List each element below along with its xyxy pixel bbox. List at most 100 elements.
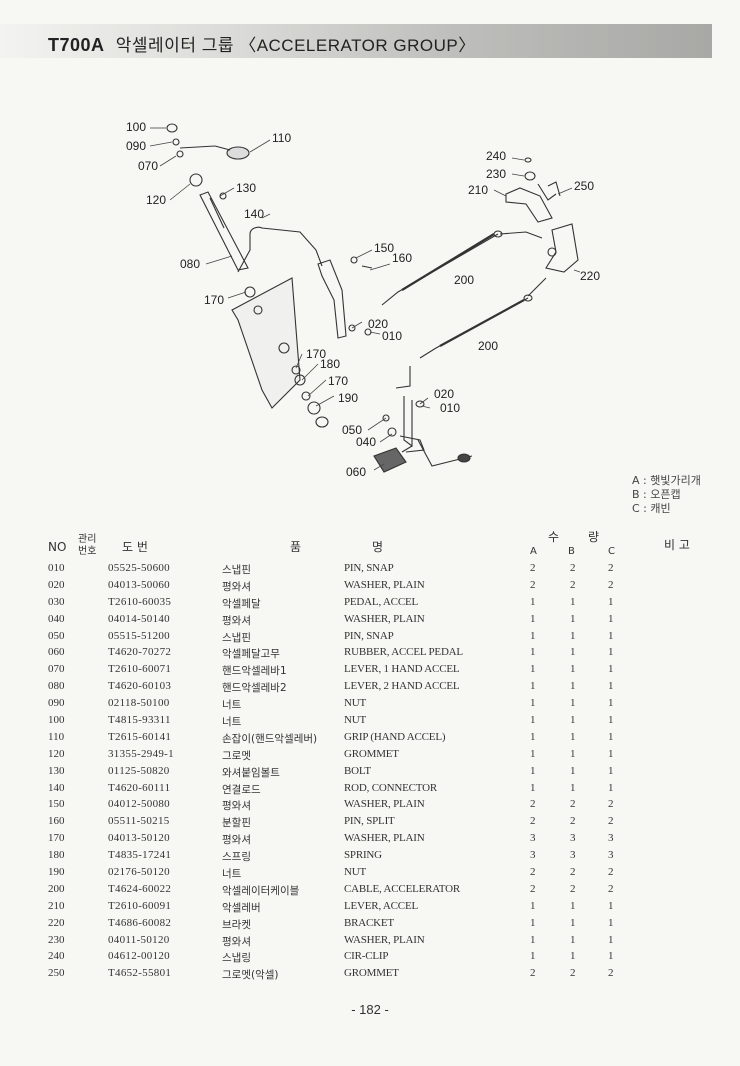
english-name: LEVER, 1 HAND ACCEL: [344, 663, 460, 676]
qty-b: 2: [570, 882, 576, 895]
english-name: CABLE, ACCELERATOR: [344, 882, 460, 895]
qty-a: 2: [530, 798, 536, 811]
korean-name: 악셀페달고무: [222, 648, 280, 661]
english-name: GROMMET: [344, 967, 399, 980]
english-name: WASHER, PLAIN: [344, 832, 425, 845]
korean-name: 손잡이(핸드악셀레버): [222, 732, 318, 745]
qty-a: 2: [530, 578, 536, 591]
drawing-number: T4620-70272: [108, 646, 172, 659]
qty-b: 1: [570, 595, 576, 608]
english-name: BOLT: [344, 764, 371, 777]
qty-c: 1: [608, 595, 614, 608]
drawing-number: T4835-17241: [108, 849, 172, 862]
english-name: LEVER, ACCEL: [344, 899, 418, 912]
qty-c: 2: [608, 967, 614, 980]
qty-a: 1: [530, 612, 536, 625]
drawing-number: 04013-50120: [108, 832, 170, 845]
callout-label: 200: [454, 273, 474, 287]
korean-name: 분할핀: [222, 817, 251, 830]
section-header: T700A 악셀레이터 그룹 〈ACCELERATOR GROUP〉: [0, 24, 712, 58]
drawing-number: T4620-60111: [108, 781, 171, 794]
col-remarks: 비 고: [664, 538, 690, 552]
callout-label: 050: [342, 423, 362, 437]
callout-label: 210: [468, 183, 488, 197]
qty-c: 3: [608, 832, 614, 845]
drawing-number: 05515-51200: [108, 629, 170, 642]
callout-label: 170: [204, 293, 224, 307]
col-name-1: 품: [290, 540, 302, 554]
callout-label: 070: [138, 159, 158, 173]
callout-label: 080: [180, 257, 200, 271]
part-no: 230: [48, 933, 65, 946]
part-no: 180: [48, 849, 65, 862]
english-name: LEVER, 2 HAND ACCEL: [344, 680, 460, 693]
qty-b: 1: [570, 950, 576, 963]
legend-item: A : 햇빛가리개: [632, 474, 701, 487]
qty-a: 1: [530, 714, 536, 727]
part-no: 030: [48, 595, 65, 608]
korean-name: 그로멧: [222, 749, 251, 762]
col-mgmt-bottom: 번호: [78, 546, 97, 557]
callout-label: 120: [146, 193, 166, 207]
drawing-number: T4624-60022: [108, 882, 172, 895]
english-name: PEDAL, ACCEL: [344, 595, 418, 608]
korean-name: 평와셔: [222, 580, 251, 593]
drawing-number: 02176-50120: [108, 866, 170, 879]
qty-a: 1: [530, 697, 536, 710]
drawing-number: T4686-60082: [108, 916, 172, 929]
drawing-number: 01125-50820: [108, 764, 170, 777]
qty-c: 1: [608, 950, 614, 963]
korean-name: 너트: [222, 699, 242, 712]
korean-name: 너트: [222, 716, 242, 729]
part-no: 100: [48, 714, 65, 727]
english-name: NUT: [344, 714, 367, 727]
english-name: RUBBER, ACCEL PEDAL: [344, 646, 463, 659]
english-name: WASHER, PLAIN: [344, 933, 425, 946]
qty-b: 2: [570, 562, 576, 574]
qty-c: 1: [608, 680, 614, 693]
part-no: 210: [48, 899, 65, 912]
part-no: 170: [48, 832, 65, 845]
english-name: CIR-CLIP: [344, 950, 389, 963]
callout-label: 090: [126, 139, 146, 153]
legend-item: B : 오픈캡: [632, 488, 681, 501]
qty-b: 2: [570, 578, 576, 591]
english-name: NUT: [344, 866, 367, 879]
korean-name: 악셀레이터케이블: [222, 884, 300, 897]
english-name: PIN, SPLIT: [344, 815, 395, 828]
callout-label: 100: [126, 120, 146, 134]
col-name-2: 명: [372, 540, 384, 554]
qty-b: 2: [570, 798, 576, 811]
qty-a: 2: [530, 562, 536, 574]
callout-label: 060: [346, 465, 366, 479]
qty-b: 1: [570, 730, 576, 743]
qty-c: 1: [608, 916, 614, 929]
part-no: 150: [48, 798, 65, 811]
page-title: T700A 악셀레이터 그룹 〈ACCELERATOR GROUP〉: [48, 31, 476, 56]
qty-a: 2: [530, 967, 536, 980]
qty-c: 2: [608, 815, 614, 828]
callout-label: 200: [478, 339, 498, 353]
english-name: SPRING: [344, 849, 382, 862]
qty-b: 1: [570, 899, 576, 912]
part-no: 050: [48, 629, 65, 642]
part-no: 020: [48, 578, 65, 591]
qty-a: 1: [530, 747, 536, 760]
qty-c: 2: [608, 866, 614, 879]
qty-a: 3: [530, 849, 536, 862]
english-name: NUT: [344, 697, 367, 710]
qty-b: 1: [570, 646, 576, 659]
qty-a: 1: [530, 764, 536, 777]
qty-a: 1: [530, 730, 536, 743]
